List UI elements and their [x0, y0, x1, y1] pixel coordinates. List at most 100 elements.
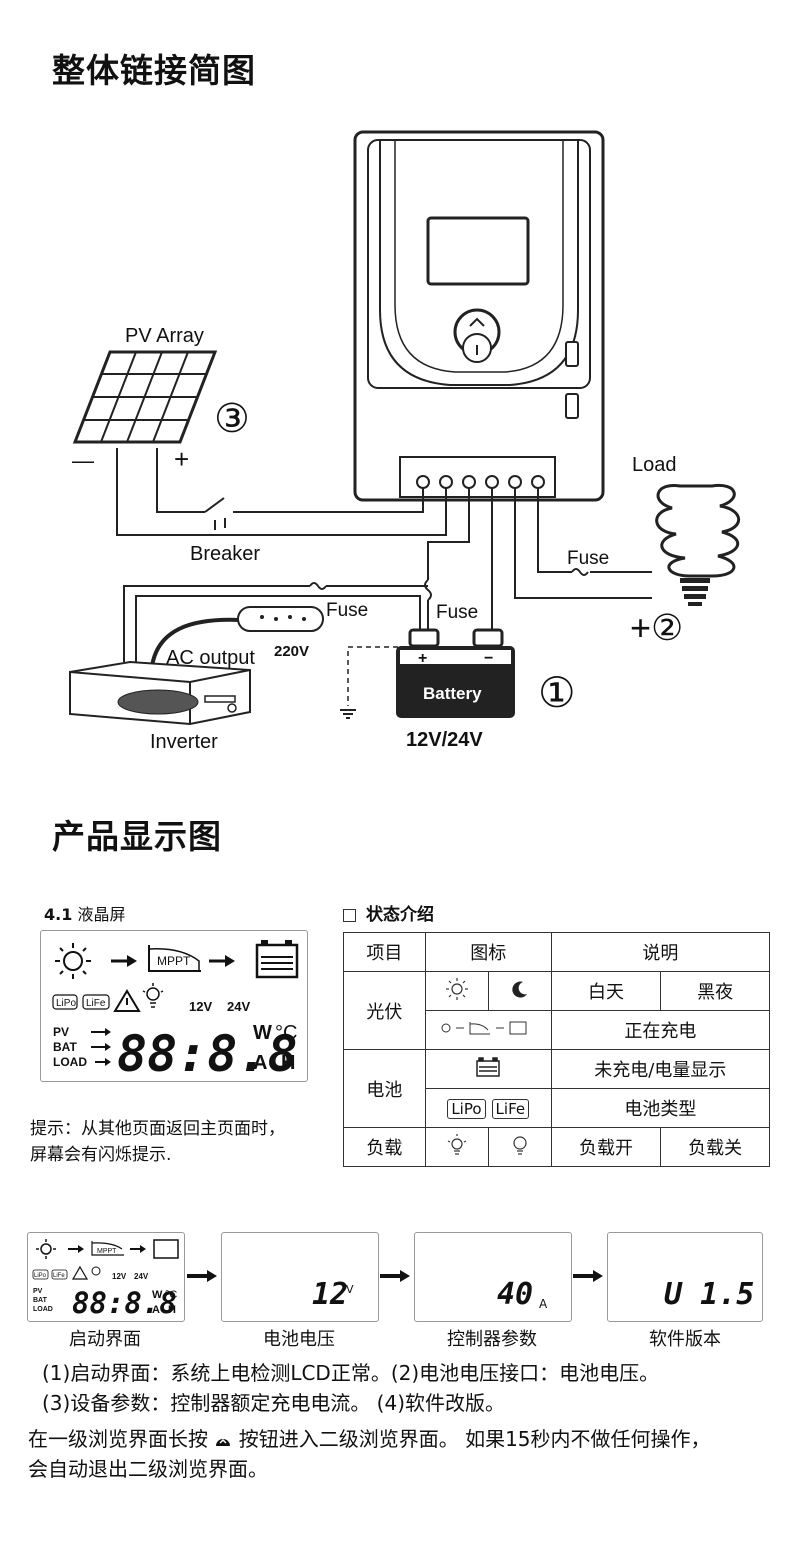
- ac-voltage-label: 220V: [274, 643, 309, 660]
- moon-icon: [487, 971, 552, 1011]
- checkbox-icon: [343, 908, 356, 922]
- unit-w: W: [253, 1022, 272, 1044]
- caption-battery-voltage: 电池电压: [263, 1329, 335, 1350]
- sun-moon-icon: [55, 943, 91, 979]
- startup-bat: BAT: [33, 1297, 48, 1304]
- arrow-icon: [380, 1270, 410, 1282]
- bat-row-label: BAT: [53, 1040, 77, 1054]
- startup-digits: 88:8.8: [72, 1286, 177, 1320]
- mppt-icon: [148, 945, 201, 972]
- fuse-battery-label: Fuse: [436, 602, 478, 623]
- load-off-icon: [487, 1127, 552, 1167]
- battery-minus: −: [484, 650, 493, 667]
- load-on-icon: [424, 1127, 489, 1167]
- lcd-screen: MPPT LiPo LiFe 12V 24V PV BAT LOAD 88:8.…: [40, 930, 308, 1082]
- startup-v12: 12V: [112, 1272, 127, 1281]
- marker-2: +②: [630, 607, 683, 648]
- caption-startup: 启动界面: [69, 1329, 141, 1350]
- ground-icon: [340, 709, 356, 719]
- table-row: 电池 未充电/电量显示: [343, 1049, 771, 1128]
- screen-battery-voltage: 12 V: [221, 1232, 379, 1322]
- row-pv: 光伏: [343, 971, 426, 1050]
- battery-level-icon: [424, 1049, 552, 1089]
- screen-controller-param: 40 A: [414, 1232, 572, 1322]
- startup-mppt: MPPT: [97, 1248, 117, 1255]
- startup-v24: 24V: [134, 1272, 149, 1281]
- startup-load: LOAD: [33, 1306, 53, 1313]
- note-line-3b: 按钮进入二级浏览界面。 如果15秒内不做任何操作，: [238, 1427, 711, 1451]
- caption-controller-param: 控制器参数: [447, 1329, 537, 1350]
- pv-wires: [116, 448, 447, 536]
- startup-unit-w: W: [152, 1289, 163, 1301]
- charging-flow-icon: [424, 1010, 552, 1050]
- desc-charging: 正在充电: [550, 1010, 771, 1050]
- load-wires: [514, 488, 652, 599]
- startup-unit-c: °C: [165, 1289, 177, 1301]
- note-line-1: (1)启动界面：系统上电检测LCD正常。(2)电池电压接口：电池电压。: [42, 1361, 660, 1385]
- battery-icon: [396, 628, 515, 718]
- v12-label: 12V: [189, 999, 212, 1014]
- battery-wires: [123, 488, 493, 662]
- header-desc: 说明: [550, 932, 771, 972]
- status-heading-text: 状态介绍: [366, 905, 434, 925]
- desc-day: 白天: [550, 971, 662, 1011]
- tip-text: 提示：从其他页面返回主页面时， 屏幕会有闪烁提示.: [30, 1116, 285, 1168]
- section-title-display: 产品显示图: [52, 817, 222, 856]
- pv-plus: +: [174, 444, 189, 474]
- row-battery: 电池: [343, 1049, 426, 1128]
- software-version-value: U 1.5: [664, 1277, 755, 1312]
- battery-voltage-value: 12: [312, 1277, 349, 1312]
- lcd-graphics: MPPT LiPo LiFe 12V 24V PV BAT LOAD 88:8.…: [52, 940, 299, 1081]
- battery-lcd-icon: [255, 940, 299, 979]
- up-button-icon: [216, 1438, 231, 1446]
- startup-graphics: MPPT LiPo LiFe 12V 24V PV BAT LOAD 88:8.…: [32, 1239, 179, 1320]
- fuse-load-label: Fuse: [567, 548, 609, 569]
- tip-line-2: 屏幕会有闪烁提示.: [30, 1145, 172, 1165]
- status-heading: 状态介绍: [343, 900, 434, 925]
- desc-battery-type: 电池类型: [550, 1088, 771, 1128]
- tip-line-1: 提示：从其他页面返回主页面时，: [30, 1119, 285, 1139]
- lcd-digits: 88:8.8: [117, 1025, 298, 1081]
- controller-body: [353, 130, 605, 502]
- marker-1: ①: [538, 669, 576, 716]
- note-line-4: 会自动退出二级浏览界面。: [28, 1457, 268, 1481]
- ac-plug-icon: [150, 606, 324, 667]
- ground-wire: [347, 646, 398, 706]
- section-title-wiring: 整体链接简图: [52, 51, 256, 90]
- lcd-heading-text: 液晶屏: [77, 905, 126, 924]
- arrow-icon: [187, 1270, 217, 1282]
- screen-startup: MPPT LiPo LiFe 12V 24V PV BAT LOAD 88:8.…: [27, 1232, 185, 1322]
- v24-label: 24V: [227, 999, 250, 1014]
- load-label: Load: [632, 454, 677, 476]
- note-line-3: 在一级浏览界面长按 按钮进入二级浏览界面。 如果15秒内不做任何操作，: [28, 1424, 790, 1454]
- load-bulb-icon: [655, 483, 741, 606]
- desc-load-on: 负载开: [550, 1127, 662, 1167]
- screen-software-version: U 1.5: [607, 1232, 763, 1322]
- lipo-type-badge: LiPo: [447, 1098, 486, 1119]
- sun-icon: [424, 971, 489, 1011]
- inverter-label: Inverter: [150, 731, 218, 753]
- unit-h: H: [281, 1052, 295, 1074]
- header-icon: 图标: [424, 932, 552, 972]
- caption-software-version: 软件版本: [649, 1329, 721, 1350]
- arrow-icon: [573, 1270, 603, 1282]
- startup-unit-h: H: [168, 1304, 176, 1316]
- table-row: 项目 图标 说明: [343, 932, 771, 972]
- marker-3: ③: [214, 397, 250, 441]
- pv-minus: —: [72, 448, 94, 473]
- inverter-icon: [69, 660, 251, 726]
- desc-not-charging: 未充电/电量显示: [550, 1049, 771, 1089]
- table-row: 光伏 白天 黑夜: [343, 971, 770, 1050]
- pv-array-label: PV Array: [125, 325, 204, 347]
- unit-c: °C: [275, 1022, 297, 1044]
- startup-lipo: LiPo: [34, 1273, 47, 1279]
- load-lcd-icon: [142, 983, 164, 1008]
- row-load: 负载: [343, 1127, 426, 1167]
- controller-current-unit: A: [539, 1297, 548, 1311]
- ac-output-label: AC output: [166, 647, 255, 669]
- startup-unit-a: A: [152, 1304, 160, 1316]
- pv-row-label: PV: [53, 1025, 69, 1039]
- fuse-inverter-label: Fuse: [326, 600, 368, 621]
- controller-current-value: 40: [497, 1277, 534, 1312]
